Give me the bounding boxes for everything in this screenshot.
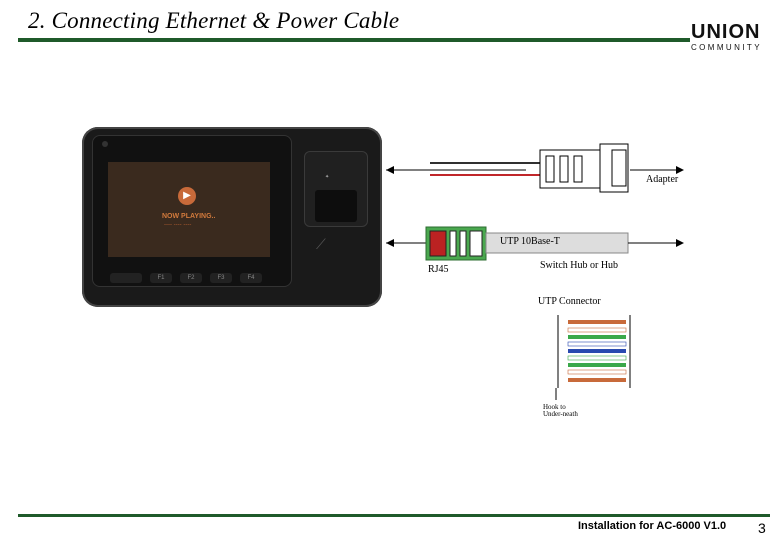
fkey-4: F4 <box>240 273 262 283</box>
footer-text: Installation for AC-6000 V1.0 <box>578 520 727 532</box>
switch-hub-label: Switch Hub or Hub <box>540 260 619 271</box>
power-arrow-left <box>386 166 394 174</box>
device-illustration: ▶ NOW PLAYING.. ---- ---- ---- F1 F2 F3 … <box>82 127 382 307</box>
play-icon: ▶ <box>178 187 196 205</box>
wire-8 <box>567 369 627 375</box>
title-rule <box>18 38 690 42</box>
device-logo-icon: ⟋ <box>316 237 326 253</box>
page-number: 3 <box>758 520 766 536</box>
wire-1 <box>568 320 626 324</box>
wire-2 <box>567 327 627 333</box>
wire-4 <box>567 341 627 347</box>
device-screen <box>108 162 270 257</box>
connector-pin-1 <box>545 155 555 183</box>
wire-7 <box>568 363 626 367</box>
wire-6 <box>567 355 627 361</box>
logo-subtitle: COMMUNITY <box>691 43 762 52</box>
now-playing-sub: ---- ---- ---- <box>164 222 192 228</box>
camera-icon <box>102 141 108 147</box>
utp-connector-label: UTP Connector <box>538 296 601 307</box>
footer-rule <box>18 514 770 517</box>
hook-label: Hook to Under-neath <box>543 403 578 418</box>
connector-pin-3 <box>573 155 583 183</box>
page-title: 2. Connecting Ethernet & Power Cable <box>28 8 400 33</box>
now-playing-text: NOW PLAYING.. <box>162 213 216 220</box>
cable-label: UTP 10Base-T <box>500 236 560 247</box>
rj45-slot-2 <box>459 230 467 257</box>
wire-9 <box>568 378 626 382</box>
fingerprint-panel: ✦ <box>304 151 368 227</box>
fkey-2: F2 <box>180 273 202 283</box>
logo-word: UNION <box>691 21 761 43</box>
fingerprint-sensor <box>315 190 357 222</box>
adapter-label: Adapter <box>646 174 679 185</box>
function-keys: F1 F2 F3 F4 <box>110 273 262 283</box>
rj45-slot-1 <box>449 230 457 257</box>
adapter-arrow-right <box>676 166 684 174</box>
wire-5 <box>568 349 626 353</box>
connector-plug-inner <box>611 149 627 187</box>
rj45-label: RJ45 <box>428 264 449 275</box>
ethernet-arrow-left <box>386 239 394 247</box>
rj45-slot-3 <box>469 230 483 257</box>
fkey-3: F3 <box>210 273 232 283</box>
connector-pin-2 <box>559 155 569 183</box>
pinout-wires <box>567 320 627 382</box>
company-logo: UNION COMMUNITY <box>691 22 767 52</box>
rj45-pins <box>429 230 447 257</box>
connector-plug <box>599 143 629 193</box>
sensor-logo: ✦ <box>325 174 330 180</box>
wire-3 <box>568 335 626 339</box>
switch-arrow-right <box>676 239 684 247</box>
fkey-1: F1 <box>150 273 172 283</box>
menu-key <box>110 273 142 283</box>
